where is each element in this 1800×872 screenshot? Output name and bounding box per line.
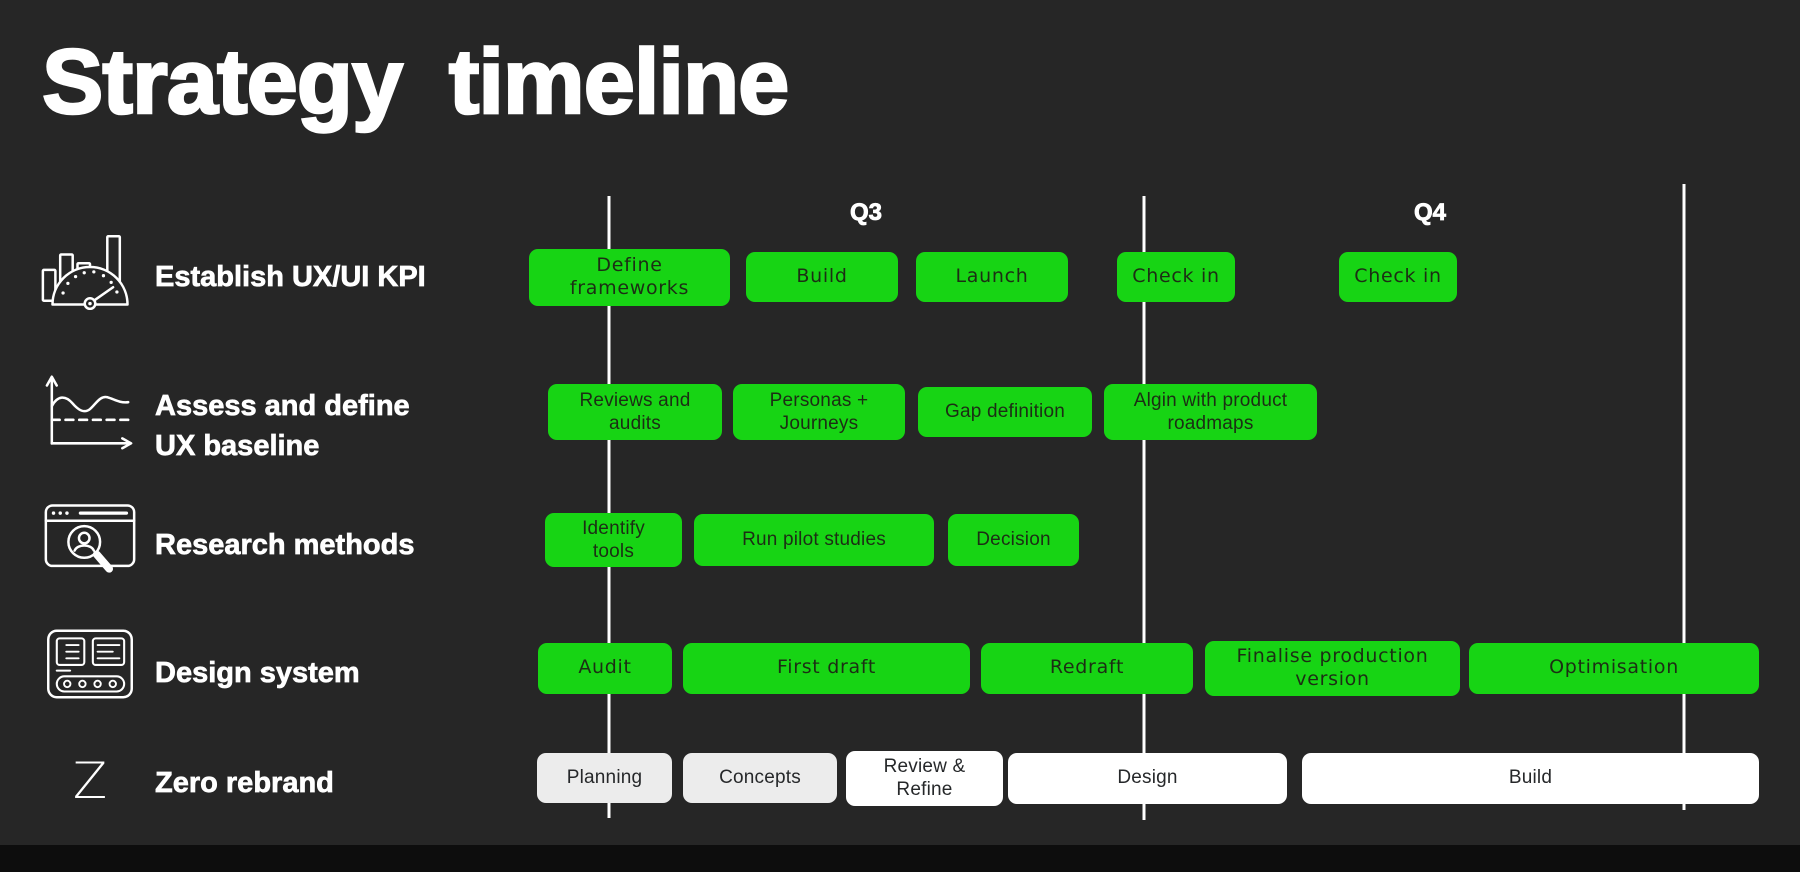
page-title: Strategy timeline: [41, 30, 791, 135]
task-box: Launch: [916, 252, 1068, 302]
research-icon: [40, 500, 140, 580]
task-box: Redraft: [981, 642, 1193, 694]
task-box: Audit: [538, 642, 672, 694]
quarter-gridline-2: [1142, 196, 1146, 820]
task-box: Build: [1302, 752, 1759, 804]
bottom-bar: [0, 845, 1800, 872]
task-box: Concepts: [683, 753, 837, 803]
task-box: First draft: [683, 642, 970, 694]
quarter-label-q4: Q4: [1413, 199, 1447, 227]
task-box: Decision: [948, 514, 1079, 566]
quarter-gridline-1: [607, 196, 611, 818]
task-box: Reviews and audits: [548, 384, 722, 440]
task-box: Personas + Journeys: [733, 384, 905, 440]
task-box: Planning: [537, 753, 672, 803]
quarter-gridline-3: [1682, 184, 1686, 810]
task-box: Build: [746, 252, 898, 302]
row-label-2: Assess and define UX baseline: [155, 389, 410, 463]
gauge-chart-icon: [40, 226, 140, 310]
task-box: Check in: [1339, 252, 1457, 302]
z-letter-icon: Z: [40, 753, 140, 809]
row-label-3: Research methods: [155, 528, 415, 562]
task-box: Review & Refine: [846, 750, 1003, 806]
quarter-label-q3: Q3: [849, 199, 883, 227]
task-box: Define frameworks: [529, 248, 730, 306]
task-box: Finalise production version: [1205, 640, 1460, 696]
task-box: Algin with product roadmaps: [1104, 384, 1317, 440]
task-box: Design: [1008, 752, 1287, 804]
task-box: Check in: [1117, 252, 1235, 302]
baseline-chart-icon: [40, 371, 140, 451]
row-label-4: Design system: [155, 656, 360, 690]
task-box: Gap definition: [918, 387, 1092, 437]
row-label-1: Establish UX/UI KPI: [155, 260, 426, 294]
task-box: Optimisation: [1469, 642, 1759, 694]
row-label-5: Zero rebrand: [155, 766, 335, 800]
design-system-icon: [40, 627, 140, 701]
task-box: Identify tools: [545, 513, 682, 567]
task-box: Run pilot studies: [694, 514, 934, 566]
svg-text:Z: Z: [73, 753, 107, 809]
